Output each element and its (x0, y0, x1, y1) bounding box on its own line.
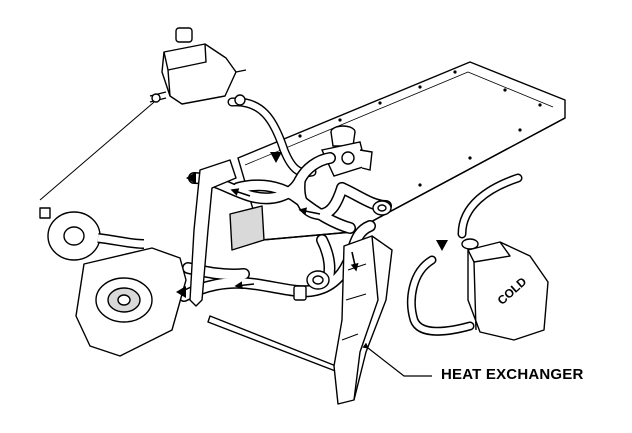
upper-expansion-reservoir (149, 27, 247, 105)
callout-leader (362, 342, 432, 377)
heat-exchanger (333, 235, 393, 405)
flow-arrow (436, 240, 448, 251)
leader-line-reservoir-to-pump (39, 96, 161, 201)
coolant-expansion-tank (461, 238, 549, 341)
hose-fitting-right (372, 200, 392, 216)
flow-arrow (186, 172, 196, 184)
flow-arrow (176, 286, 186, 298)
flow-arrow-lines (230, 188, 359, 290)
lower-junction (293, 270, 330, 301)
heat-exchanger-callout: HEAT EXCHANGER (441, 366, 584, 383)
tank-hoses (407, 173, 523, 336)
flow-arrows (176, 152, 448, 298)
water-pump (39, 207, 187, 357)
thermostat-housing (320, 125, 373, 177)
flow-arrow (270, 152, 282, 163)
mounting-bracket (189, 159, 339, 373)
